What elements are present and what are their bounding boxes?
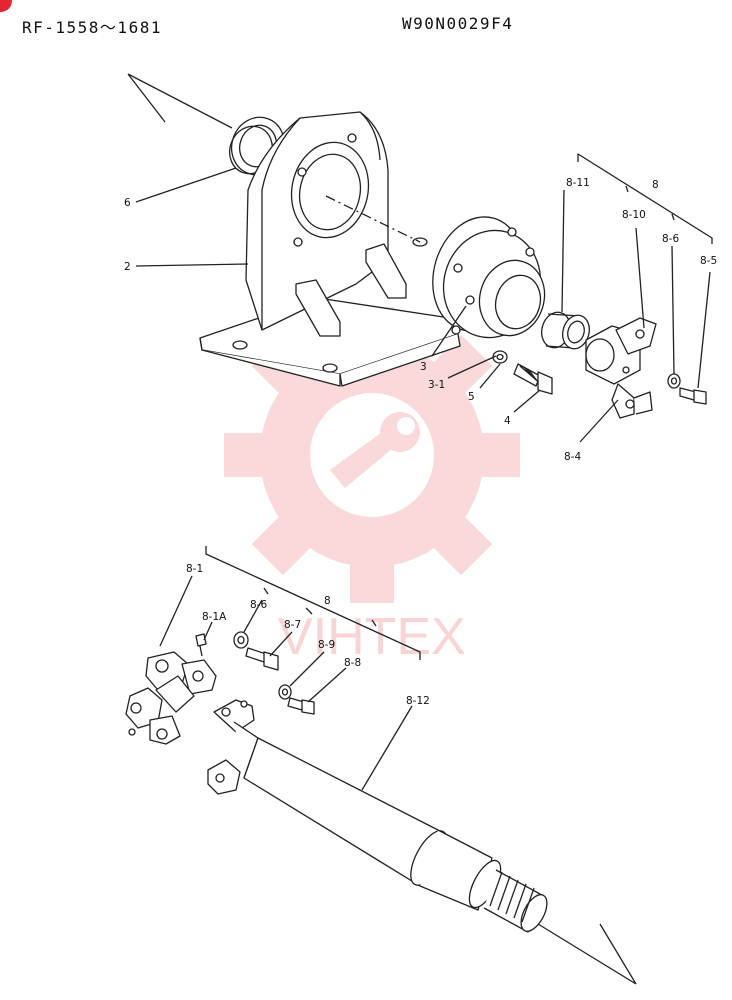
callout-8-bottom: 8 <box>324 595 331 607</box>
watermark-logo <box>224 307 520 603</box>
callout-8-6-bottom: 8-6 <box>250 599 267 611</box>
callout-8-11: 8-11 <box>566 177 590 189</box>
leader-lines-top <box>135 153 713 443</box>
bolt-part-8-8 <box>287 697 315 715</box>
callout-labels: 6 2 3 3-1 5 4 8 8-11 8-10 8-6 8-5 8-4 8-… <box>124 177 717 707</box>
flange-housing-part-3 <box>432 216 546 339</box>
callout-8-8: 8-8 <box>344 657 361 669</box>
watermark-text: VIHTEX <box>278 608 466 666</box>
bolt-part-8-7 <box>245 647 279 671</box>
callout-8-top: 8 <box>652 179 659 191</box>
callout-8-6-top: 8-6 <box>662 233 679 245</box>
washer-part-8-6-bottom <box>233 631 249 649</box>
bolt-part-8-5 <box>679 387 707 405</box>
callout-8-12: 8-12 <box>406 695 430 707</box>
callout-4: 4 <box>504 415 511 427</box>
callout-6: 6 <box>124 197 131 209</box>
bracket-part-2 <box>199 111 461 387</box>
callout-8-4: 8-4 <box>564 451 581 463</box>
spacer-ring-part-8-11 <box>541 311 590 350</box>
callout-3: 3 <box>420 361 427 373</box>
break-arrow-bottom <box>537 923 637 985</box>
leader-lines-bottom <box>159 546 421 791</box>
callout-8-9: 8-9 <box>318 639 335 651</box>
callout-8-1: 8-1 <box>186 563 203 575</box>
callout-8-1a: 8-1A <box>202 611 227 623</box>
washer-part-8-9 <box>278 684 292 700</box>
washer-part-8-6-top <box>667 373 681 389</box>
callout-3-1: 3-1 <box>428 379 445 391</box>
propeller-shaft-part-8-12 <box>207 699 548 933</box>
callout-8-5: 8-5 <box>700 255 717 267</box>
break-arrow-top <box>127 73 233 129</box>
washer-part-3-1 <box>492 350 508 364</box>
serial-range-header: RF-1558〜1681 <box>22 18 162 37</box>
grease-nipple-part-8-1a <box>195 633 207 657</box>
callout-8-7: 8-7 <box>284 619 301 631</box>
bolt-part-4 <box>513 363 553 395</box>
universal-joint-part-8-1 <box>125 651 217 745</box>
callout-5: 5 <box>468 391 475 403</box>
callout-8-10: 8-10 <box>622 209 646 221</box>
yoke-part-8-10 <box>585 317 657 419</box>
callout-2: 2 <box>124 261 131 273</box>
drawing-code-header: W90N0029F4 <box>402 14 514 33</box>
